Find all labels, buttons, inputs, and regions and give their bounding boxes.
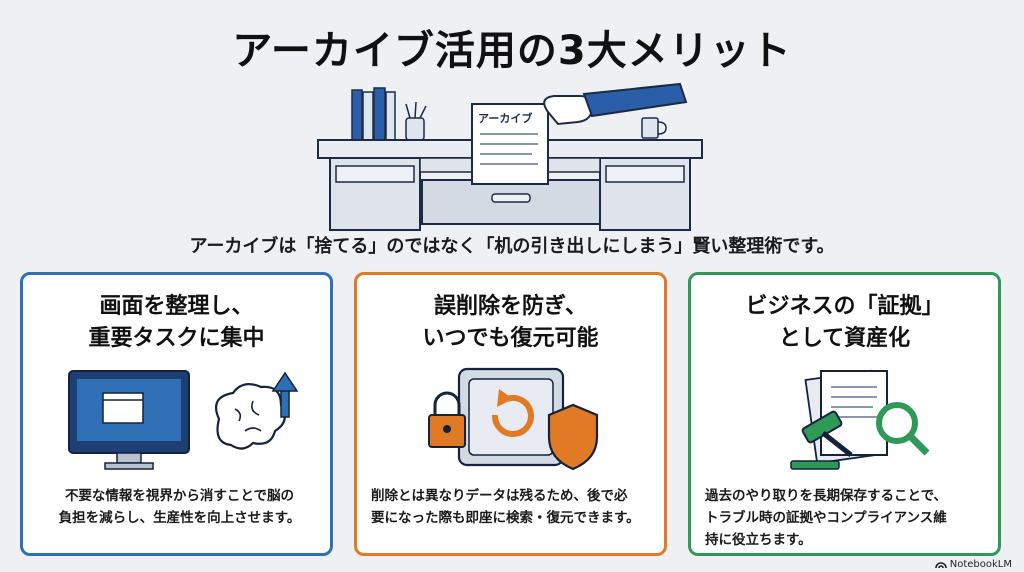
shield-icon xyxy=(547,403,599,471)
restore-illustration xyxy=(428,367,599,471)
subtitle: アーカイブは「捨てる」のではなく「机の引き出しにしまう」賢い整理術です。 xyxy=(189,236,835,257)
card-heading: 画面を整理し、 重要タスクに集中 xyxy=(88,294,265,351)
card-description: 不要な情報を視界から消すことで脳の 負担を減らし、生産性を向上させます。 xyxy=(58,488,301,526)
card-description: 過去のやり取りを長期保存することで、 トラブル時の証拠やコンプライアンス維 持に… xyxy=(705,488,948,548)
card-heading: 誤削除を防ぎ、 いつでも復元可能 xyxy=(422,294,599,351)
benefit-card-restore: 誤削除を防ぎ、 いつでも復元可能 削除とは異なりデータは残るため、後で必 要にな… xyxy=(354,272,667,556)
focus-illustration xyxy=(68,370,299,470)
mug-icon xyxy=(641,117,667,139)
benefit-card-focus: 画面を整理し、 重要タスクに集中 不要な情報を視界から消すことで脳の 負担を減ら… xyxy=(20,272,333,556)
pencil-cup-icon xyxy=(405,101,427,141)
magnifier-icon xyxy=(876,402,930,456)
arrow-up-icon xyxy=(271,371,299,418)
svg-text:アーカイブ: アーカイブ xyxy=(478,111,532,125)
restore-arrow-icon xyxy=(491,389,534,437)
hand-icon xyxy=(543,82,688,126)
gavel-icon xyxy=(790,410,853,470)
open-drawer-icon xyxy=(421,179,601,225)
padlock-icon xyxy=(428,391,466,448)
safe-icon xyxy=(457,367,565,467)
brain-icon xyxy=(215,382,286,450)
evidence-illustration xyxy=(790,369,930,470)
notebooklm-logo-icon xyxy=(934,562,947,569)
page-title: アーカイブ活用の3大メリット xyxy=(232,28,792,74)
desk-icon xyxy=(317,139,703,231)
card-description: 削除とは異なりデータは残るため、後で必 要になった際も即座に検索・復元できます。 xyxy=(371,488,640,526)
benefit-card-evidence: ビジネスの「証拠」 として資産化 過去のやり取りを長期保存することで、 トラブル… xyxy=(688,272,1001,556)
archive-document-icon: アーカイブ xyxy=(471,103,549,185)
monitor-window-icon xyxy=(68,370,190,470)
card-heading: ビジネスの「証拠」 として資産化 xyxy=(745,294,944,351)
notebooklm-badge: NotebookLM xyxy=(934,559,1012,570)
desk-illustration: アーカイブ xyxy=(317,82,703,231)
books-icon xyxy=(351,87,396,141)
